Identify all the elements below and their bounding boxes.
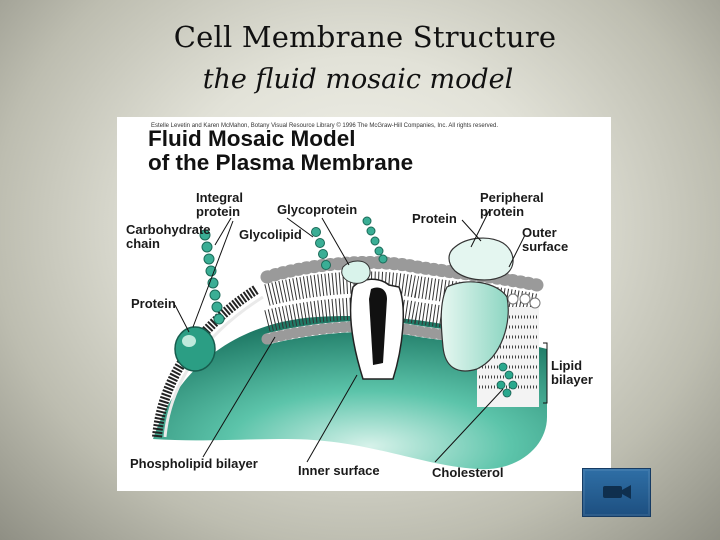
label-integral-protein: Integral protein	[196, 190, 243, 219]
figure-title-line2: of the Plasma Membrane	[148, 150, 414, 175]
slide-subtitle: the fluid mosaic model	[202, 64, 514, 95]
peripheral-protein	[448, 237, 514, 281]
figure-title: Fluid Mosaic Model of the Plasma Membran…	[148, 127, 548, 175]
label-lipid-bilayer: Lipid bilayer	[551, 358, 593, 387]
label-cholesterol: Cholesterol	[432, 465, 504, 480]
large-integral-protein	[440, 281, 509, 372]
slide-title: Cell Membrane Structure	[173, 20, 557, 54]
membrane-figure: Estelle Levetin and Karen McMahon, Botan…	[117, 117, 611, 491]
membrane-illustration	[152, 210, 548, 470]
label-glycoprotein: Glycoprotein	[277, 202, 358, 217]
label-phospholipid-bilayer: Phospholipid bilayer	[130, 456, 258, 471]
figure-credit: Estelle Levetin and Karen McMahon, Botan…	[151, 123, 499, 129]
glycoprotein-base	[341, 260, 371, 284]
cholesterol-molecules	[496, 362, 518, 398]
bilayer-tails	[264, 271, 540, 342]
glycolipid-chain	[311, 227, 331, 270]
label-protein-left: Protein	[131, 296, 176, 311]
integral-protein-left	[174, 326, 216, 372]
label-protein-top: Protein	[412, 211, 457, 226]
label-peripheral-protein: Peripheral protein	[480, 190, 544, 219]
figure-title-line1: Fluid Mosaic Model	[148, 126, 356, 151]
label-outer-surface: Outer surface	[522, 225, 569, 254]
label-carbohydrate-chain: Carbohydrate chain	[126, 222, 211, 251]
video-nav-button[interactable]	[582, 468, 651, 517]
label-inner-surface: Inner surface	[298, 463, 380, 478]
glycoprotein-chain	[362, 216, 388, 264]
leader-lines	[174, 210, 548, 463]
video-camera-icon	[603, 485, 631, 499]
label-glycolipid: Glycolipid	[239, 227, 302, 242]
